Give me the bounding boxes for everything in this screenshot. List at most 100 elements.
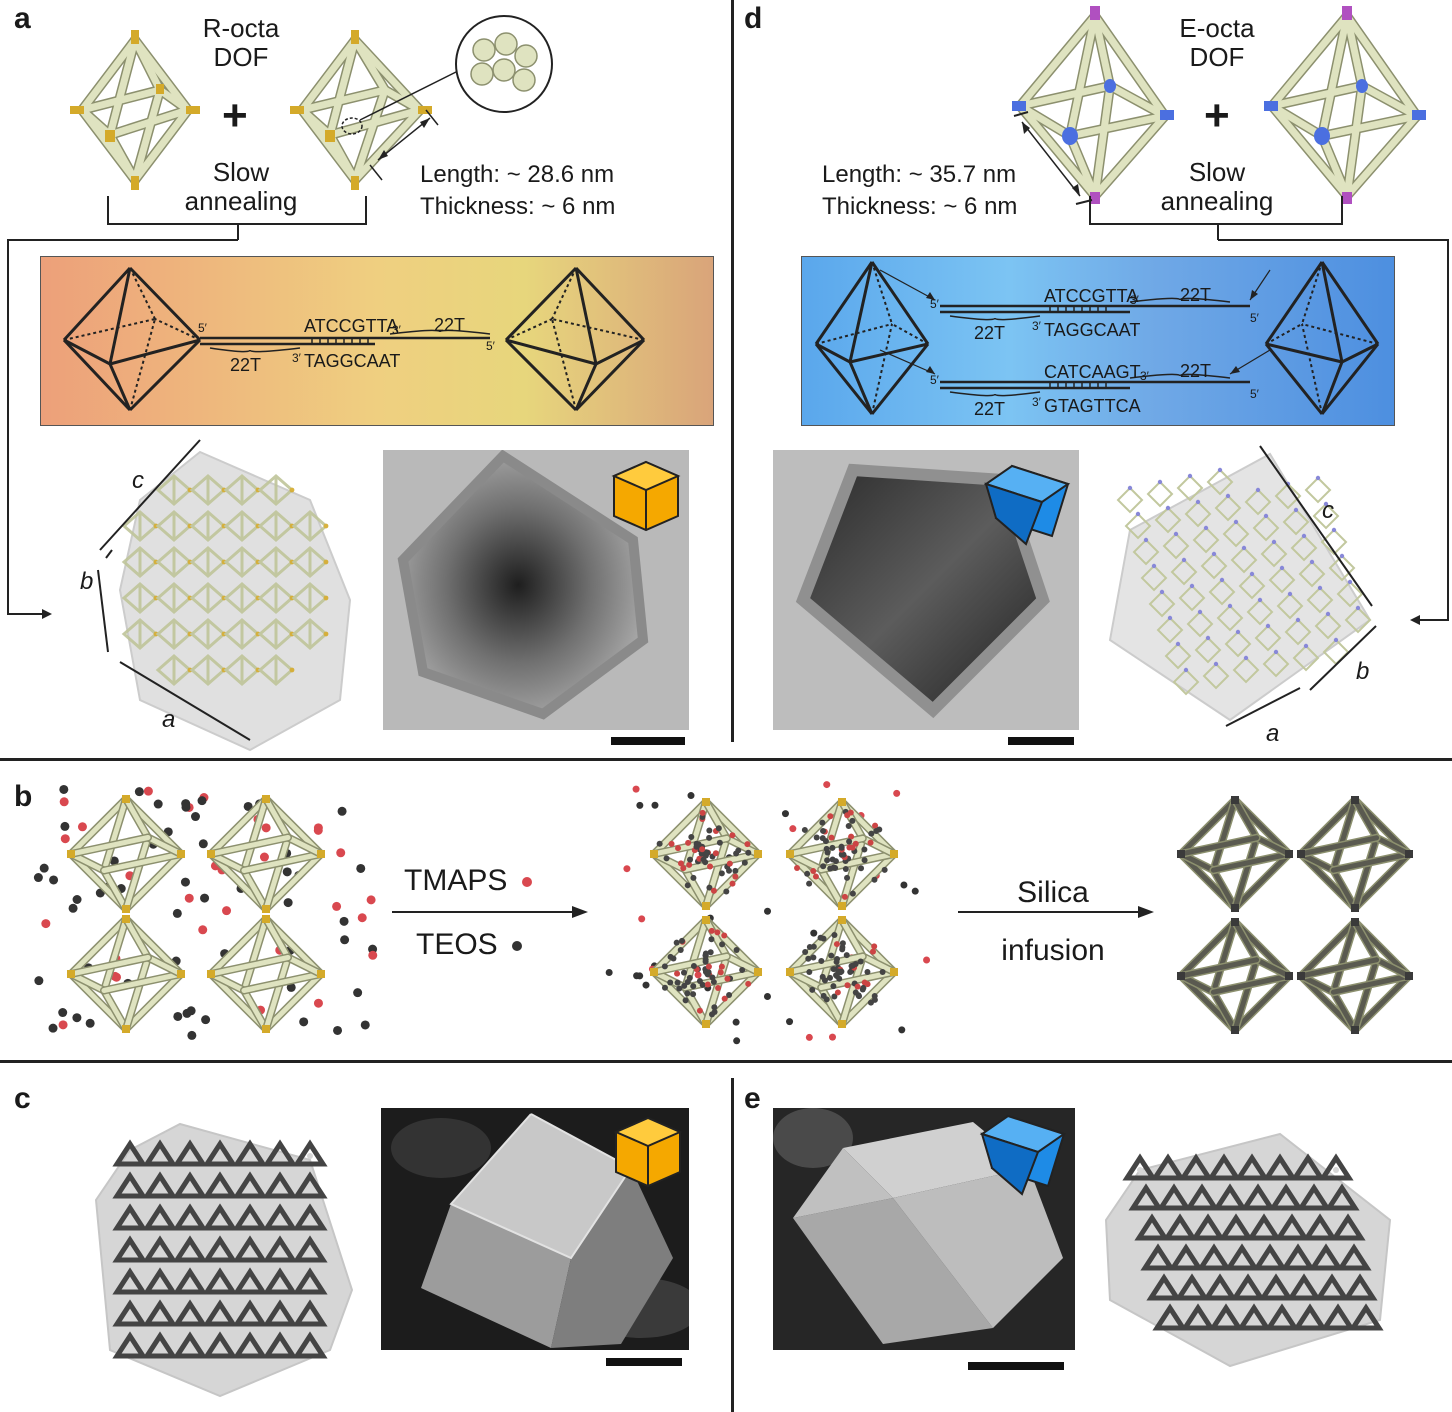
r-octa-title-line2: DOF [213,41,269,72]
r-octa-5prime-right: 5′ [486,339,495,353]
annealing-bracket-d [1089,196,1449,625]
teos-label: TEOS [416,928,523,961]
r-octa-3prime-top: 3′ [392,323,401,337]
r-octa-spacer-right: 22T [434,315,466,335]
panel-label-d: d [744,2,763,35]
slow-annealing-a-line1: Slow [212,157,270,187]
r-octa-linker-strands [200,329,491,353]
arrow-step2 [958,906,1154,918]
r-octa-axis-b: b [80,568,94,595]
e-octa-length-arrow [1013,111,1093,205]
e-octa-sem-scale-bar [968,1362,1064,1370]
e-octa-tem-image [773,450,1079,730]
r-octa-title: R-octa DOF [186,14,296,71]
slow-annealing-label-d: Slow annealing [1142,158,1292,215]
e-octa-5prime-2r: 5′ [1250,387,1259,401]
panel-label-e: e [744,1082,761,1115]
e-octa-spacer-1r: 22T [1180,285,1212,305]
silica-infusion-line2: infusion [1001,934,1105,967]
r-octa-axis-c: c [132,467,144,494]
e-octa-seq1-top: ATCCGTTA [1044,286,1139,306]
orange-cube-icon [611,460,681,532]
r-octa-3prime-bottom: 3′ [292,351,301,365]
slow-annealing-a-line2: annealing [184,185,298,216]
e-octa-spacer-2r: 22T [1180,361,1212,381]
e-octa-spacer-1l: 22T [974,323,1006,343]
annealing-bracket-a [7,196,367,619]
tmaps-dot-icon [521,877,532,888]
panel-label-c: c [14,1082,31,1115]
divider-bottom [731,1078,734,1412]
slow-annealing-d-line1: Slow [1188,157,1246,187]
e-octa-linker-diagram [801,256,1395,426]
blue-cuboid-icon [983,464,1071,546]
e-octa-3prime-1b: 3′ [1032,319,1041,333]
slow-annealing-label-a: Slow annealing [166,158,316,215]
r-octa-linker-octahedron-right [504,266,646,412]
tmaps-text: TMAPS [404,864,508,897]
e-octa-lattice-cuboid [1108,445,1377,727]
silica-infusion-line1: Silica [1017,876,1089,909]
divider-top [731,0,734,742]
silica-cuboid-model [1104,1132,1392,1368]
tmaps-label: TMAPS [404,864,532,897]
e-octa-3prime-2b: 3′ [1032,395,1041,409]
helix-bundle-zoom-circle [455,15,553,113]
arrow-step1 [392,906,588,918]
thickness-label-a: Thickness: ~ 6 nm [420,193,616,220]
r-octa-sem-scale-bar [606,1358,682,1366]
e-octa-dof-structure-left [1012,6,1174,204]
panel-label-a: a [14,2,31,35]
e-octa-seq1-bottom: TAGGCAAT [1044,320,1141,340]
e-octa-title-line2: DOF [1189,41,1245,72]
e-octa-3prime-1a: 3′ [1130,293,1139,307]
silica-infusion-label: Silica infusion [960,864,1146,980]
e-octa-5prime-2: 5′ [930,373,939,387]
e-octa-title-line1: E-octa [1179,13,1255,43]
plus-sign-a: + [222,91,248,140]
r-octa-sem-image [381,1108,689,1350]
plus-sign-d: + [1204,91,1230,140]
thickness-label-d: Thickness: ~ 6 nm [822,193,1018,220]
e-octa-axis-b: b [1356,658,1370,685]
e-octa-linker-octahedron-left [814,261,930,415]
r-octa-dof-structure-left [70,30,200,190]
r-octa-dof-structure-right [290,30,461,190]
e-octa-spacer-2l: 22T [974,399,1006,419]
e-octa-seq2-top: CATCAAGT [1044,362,1141,382]
e-octa-linker-octahedron-right [1264,261,1380,415]
e-octa-dof-structure-right [1264,6,1426,204]
teos-dot-icon [512,941,523,952]
panel-label-b: b [14,780,33,813]
orange-cube-icon-c [613,1116,683,1188]
slow-annealing-d-line2: annealing [1160,185,1274,216]
r-octa-linker-octahedron-left [62,266,202,412]
e-octa-title: E-octa DOF [1162,14,1272,71]
divider-bc [0,1060,1452,1063]
e-octa-linker-strands [879,269,1271,397]
r-octa-lattice-rhombic-dodecahedron [97,439,352,752]
r-octa-axis-a: a [162,706,176,733]
teos-text: TEOS [416,928,498,961]
r-octa-spacer-left: 22T [230,355,262,375]
divider-ab [0,758,1452,761]
e-octa-scale-bar [1008,737,1074,745]
dof-lattice-with-precursors [33,784,378,1040]
length-label-a: Length: ~ 28.6 nm [420,161,615,188]
e-octa-5prime-1r: 5′ [1250,311,1259,325]
r-octa-5prime-left: 5′ [198,321,207,335]
precursor-coated-lattice [605,781,931,1045]
r-octa-scale-bar [611,737,685,745]
silica-rhombic-dodecahedron-model [94,1122,354,1398]
length-label-d: Length: ~ 35.7 nm [822,161,1017,188]
r-octa-seq-top: ATCCGTTA [304,316,399,336]
e-octa-3prime-2a: 3′ [1140,369,1149,383]
e-octa-seq2-bottom: GTAGTTCA [1044,396,1141,416]
r-octa-seq-bottom: TAGGCAAT [304,351,401,371]
e-octa-sem-image [773,1108,1075,1350]
e-octa-5prime-1: 5′ [930,297,939,311]
r-octa-linker-diagram [40,256,714,426]
blue-cuboid-icon-e [979,1114,1067,1196]
e-octa-axis-c: c [1322,497,1334,524]
r-octa-title-line1: R-octa [202,13,280,43]
